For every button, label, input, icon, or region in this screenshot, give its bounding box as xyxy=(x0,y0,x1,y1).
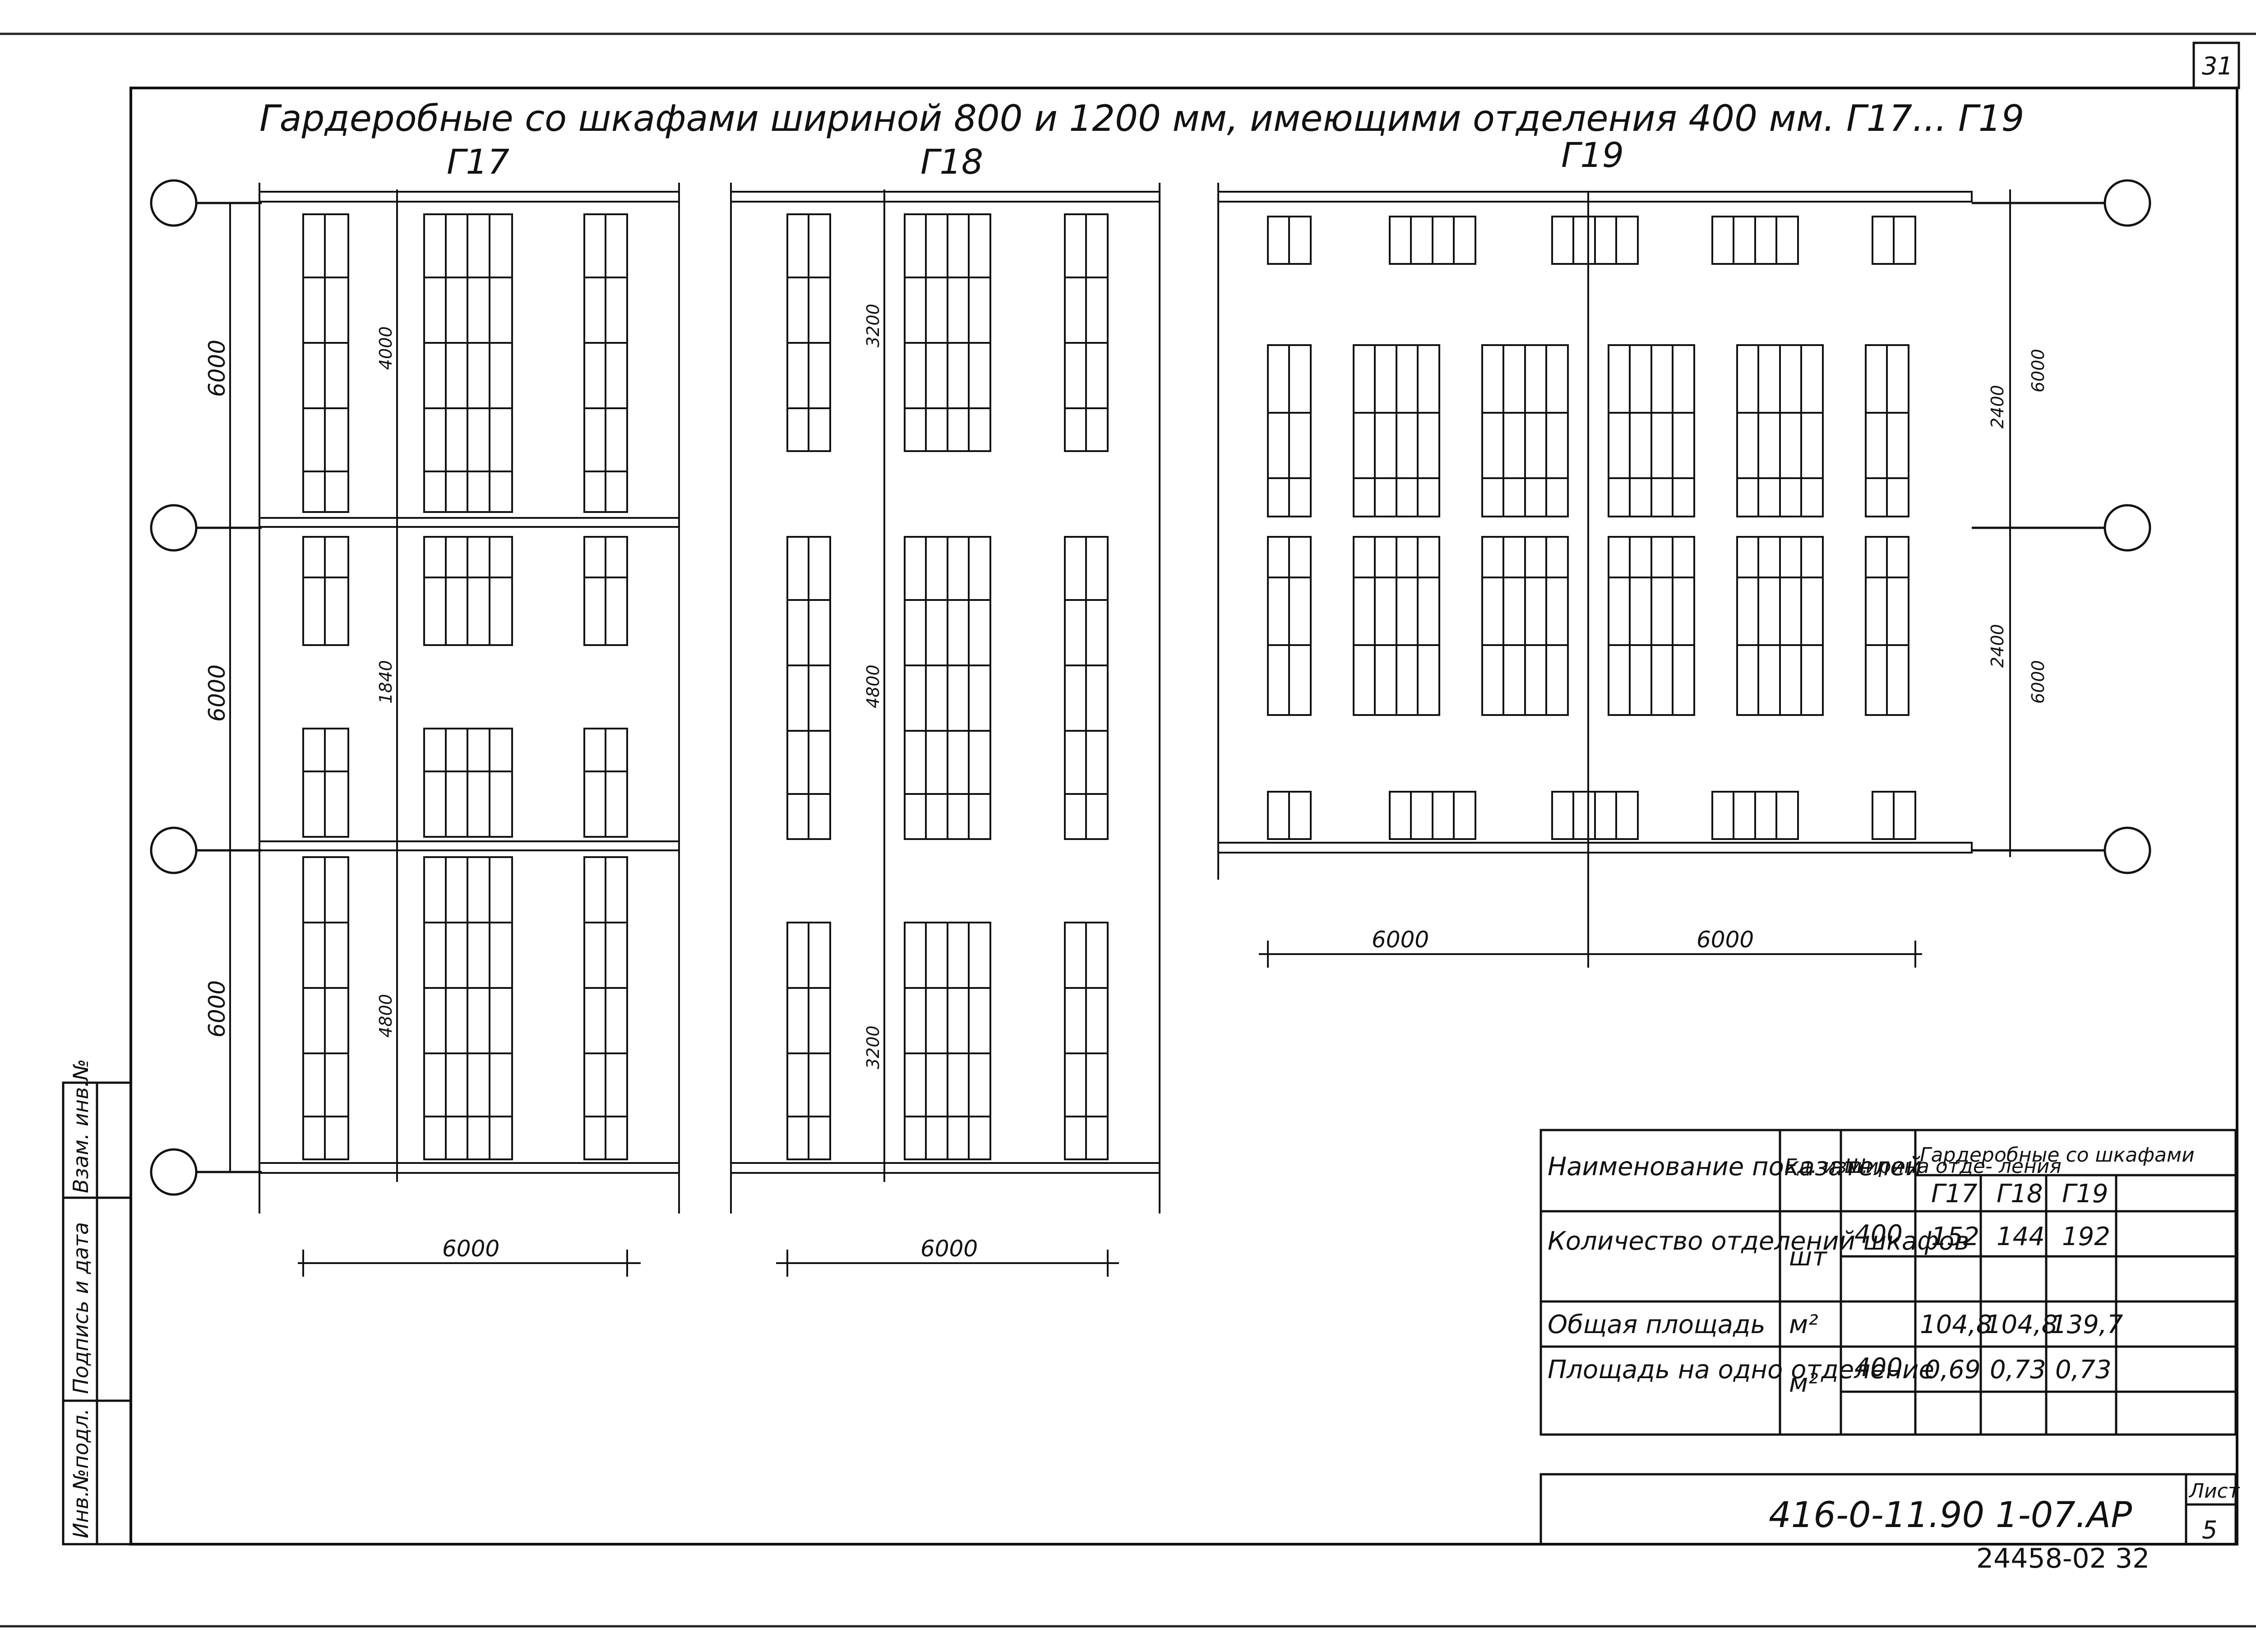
wall xyxy=(259,840,680,851)
table-row-unit: м² xyxy=(1789,1310,1818,1339)
plan-label-g19: Г19 xyxy=(1561,135,1624,175)
axis-marker xyxy=(150,826,198,874)
table-row-value: 0,69 xyxy=(1924,1355,1981,1384)
axis-marker xyxy=(2103,179,2151,227)
dim-g17-side-2: 6000 xyxy=(204,664,230,722)
title-stamp xyxy=(1539,1473,2237,1546)
table-header-width: Ширина отде- ления xyxy=(1845,1155,2062,1178)
axis-marker xyxy=(2103,504,2151,552)
side-strip xyxy=(62,1081,132,1546)
table-row-value: 104,8 xyxy=(1920,1310,1992,1339)
wall xyxy=(730,1162,1160,1174)
axis-marker xyxy=(150,179,198,227)
wall xyxy=(1217,842,1973,854)
table-header-col-g18: Г18 xyxy=(1997,1179,2043,1209)
drawing-title: Гардеробные со шкафами шириной 800 и 120… xyxy=(259,97,2024,139)
dim-g18-bottom: 6000 xyxy=(920,1236,978,1262)
dim-g17-inner: 4800 xyxy=(376,994,396,1038)
table-header-col-g17: Г17 xyxy=(1931,1179,1978,1209)
table-row-value: 192 xyxy=(2062,1222,2110,1251)
table-row-name: Площадь на одно отделение xyxy=(1548,1355,1934,1384)
table-row-value: 0,73 xyxy=(2055,1355,2112,1384)
wall xyxy=(259,1162,680,1174)
plan-g18 xyxy=(730,183,1160,1277)
plan-g19 xyxy=(1217,183,2011,968)
axis-markers xyxy=(150,179,2151,1196)
axis-marker xyxy=(2103,826,2151,874)
page-number: 31 xyxy=(2202,52,2233,80)
dim-g17-side-3: 6000 xyxy=(204,980,230,1038)
drawing-code: 416-0-11.90 1-07.АР xyxy=(1769,1495,2132,1536)
dim-g19-bottom-1: 6000 xyxy=(1372,927,1429,953)
table-row-value: 144 xyxy=(1997,1222,2045,1251)
table-row-value: 152 xyxy=(1931,1222,1979,1251)
table-header-group: Гардеробные со шкафами xyxy=(1920,1144,2195,1167)
dim-g18-inner: 4800 xyxy=(863,664,883,708)
dim-g18-inner: 3200 xyxy=(863,1025,883,1069)
table-row-name: Общая площадь xyxy=(1548,1310,1766,1339)
axis-marker xyxy=(150,1148,198,1196)
summary-table xyxy=(1539,1129,2237,1436)
table-row-value: 139,7 xyxy=(2051,1310,2123,1339)
table-row-width: 400 xyxy=(1854,1220,1903,1249)
dim-g19-bottom-2: 6000 xyxy=(1697,927,1754,953)
dim-g17-side-1: 6000 xyxy=(204,340,230,397)
sheet-label: Лист xyxy=(2188,1480,2240,1503)
dim-g17-bottom: 6000 xyxy=(442,1236,499,1262)
inventory-stamp: 24458-02 32 xyxy=(1976,1543,2150,1574)
wall xyxy=(1217,191,1973,203)
side-strip-inventory: Инв.№подл. xyxy=(69,1408,93,1538)
side-strip-replacement: Взам. инв.№ xyxy=(69,1059,93,1193)
dim-g19-side-2: 6000 xyxy=(2028,660,2048,704)
drawing-frame xyxy=(129,87,2238,1546)
dim-g17-inner: 4000 xyxy=(376,326,396,370)
table-row-value: 104,8 xyxy=(1985,1310,2057,1339)
dim-g17-inner: 1840 xyxy=(376,660,396,704)
dim-g19-side-1: 6000 xyxy=(2028,349,2048,392)
plan-label-g17: Г17 xyxy=(447,142,509,182)
table-row-name: Количество отделений шкафов xyxy=(1548,1227,1969,1256)
wall xyxy=(259,517,680,528)
axis-marker xyxy=(150,504,198,552)
table-row-value: 0,73 xyxy=(1990,1355,2046,1384)
plan-g17 xyxy=(229,183,680,1277)
plan-label-g18: Г18 xyxy=(920,142,983,182)
wall xyxy=(259,191,680,203)
sheet-number: 5 xyxy=(2202,1516,2217,1544)
dim-g19-inner: 2400 xyxy=(1988,624,2007,668)
side-strip-signature: Подпись и дата xyxy=(69,1222,93,1394)
table-row-unit: м² xyxy=(1789,1369,1818,1398)
dim-g18-inner: 3200 xyxy=(863,304,883,347)
table-header-col-g19: Г19 xyxy=(2062,1179,2108,1209)
page-number-box xyxy=(2192,42,2240,89)
table-header-name: Наименование показателей xyxy=(1548,1152,1922,1181)
table-row-unit: шт xyxy=(1789,1242,1827,1272)
table-row-width: 400 xyxy=(1854,1353,1903,1382)
wall xyxy=(730,191,1160,203)
dim-g19-inner: 2400 xyxy=(1988,385,2007,429)
table-header-unit: Ед. изм. xyxy=(1784,1155,1868,1178)
